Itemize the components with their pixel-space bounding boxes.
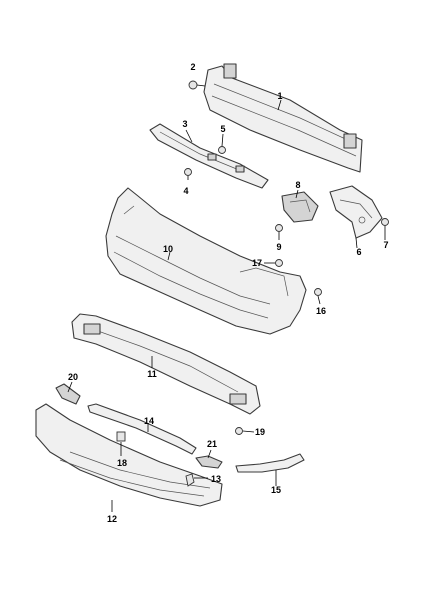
- callout-10: 10: [163, 244, 173, 254]
- callout-20: 20: [68, 372, 78, 382]
- part-4-screw: [184, 168, 192, 176]
- part-19-screw: [235, 427, 243, 435]
- part-7-screw: [381, 218, 389, 226]
- part-10-bumper-cover: [105, 187, 307, 335]
- callout-16: 16: [316, 306, 326, 316]
- part-21-bracket: [195, 455, 223, 469]
- callout-18: 18: [117, 458, 127, 468]
- part-9-nut: [275, 224, 283, 232]
- part-8-mount-bracket: [281, 191, 319, 223]
- part-18-clip: [116, 431, 126, 442]
- callout-4: 4: [183, 186, 188, 196]
- callout-6: 6: [356, 247, 361, 257]
- part-6-side-bracket: [329, 185, 383, 239]
- part-15-side-trim: [235, 453, 305, 473]
- part-16-screw: [314, 288, 322, 296]
- callout-21: 21: [207, 439, 217, 449]
- callout-7: 7: [383, 240, 388, 250]
- part-3-upper-strip: [149, 123, 269, 189]
- part-20-bracket: [55, 383, 81, 405]
- callout-17: 17: [252, 258, 262, 268]
- part-17-nut: [275, 259, 283, 267]
- part-2-bolt: [188, 80, 206, 90]
- part-11-lower-carrier: [71, 313, 261, 415]
- callout-9: 9: [276, 242, 281, 252]
- callout-15: 15: [271, 485, 281, 495]
- callout-13: 13: [211, 474, 221, 484]
- callout-labels: 1 2 3 4 5 6 7 8 9 10 11 12 13 14 15 16 1…: [68, 62, 389, 524]
- leader-lines: [67, 99, 386, 512]
- callout-19: 19: [255, 427, 265, 437]
- callout-3: 3: [182, 119, 187, 129]
- callout-1: 1: [277, 91, 282, 101]
- part-14-trim-strip: [87, 403, 197, 455]
- callout-12: 12: [107, 514, 117, 524]
- callout-11: 11: [147, 369, 157, 379]
- part-13-clip: [185, 473, 195, 487]
- callout-5: 5: [220, 124, 225, 134]
- callout-8: 8: [295, 180, 300, 190]
- part-5-clip: [218, 146, 226, 154]
- part-1-reinforcement-bar: [203, 63, 363, 173]
- callout-14: 14: [144, 416, 154, 426]
- callout-2: 2: [190, 62, 195, 72]
